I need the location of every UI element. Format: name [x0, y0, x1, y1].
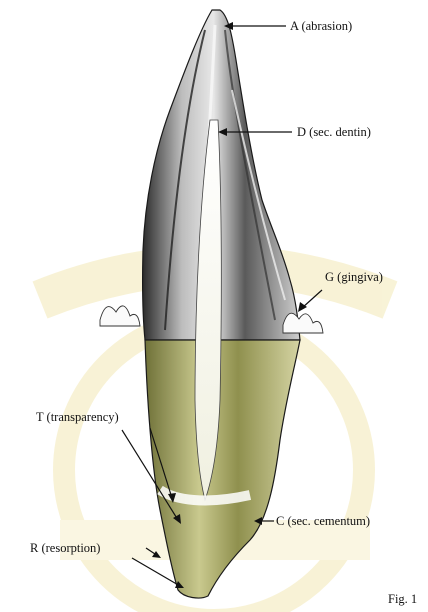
arrow-abrasion — [224, 22, 286, 30]
label-secondary-dentin: D (sec. dentin) — [297, 125, 371, 139]
label-abrasion: A (abrasion) — [290, 19, 352, 33]
gingiva-right — [283, 313, 323, 333]
label-secondary-cementum: C (sec. cementum) — [276, 514, 370, 528]
label-transparency: T (transparency) — [36, 410, 119, 424]
figure-caption: Fig. 1 — [388, 592, 417, 606]
label-gingiva: G (gingiva) — [325, 270, 383, 284]
gingiva-left — [100, 306, 140, 326]
label-resorption: R (resorption) — [30, 541, 100, 555]
